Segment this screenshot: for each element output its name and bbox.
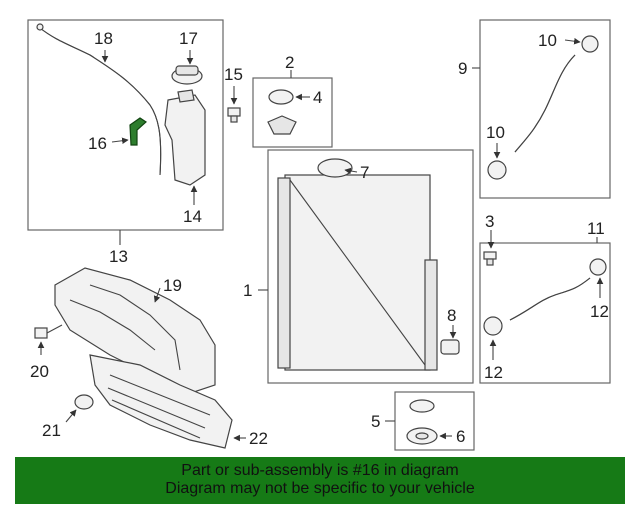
carrier-detail-2: [69, 299, 156, 351]
arrow-16: [111, 137, 129, 145]
bolt-20-head: [34, 327, 48, 339]
carrier-detail: [89, 284, 181, 371]
callout-20: 20: [30, 362, 49, 381]
callout-13: 13: [109, 247, 128, 266]
callout-7: 7: [360, 163, 369, 182]
bolt-3-thread: [486, 258, 494, 266]
cap-seal: [267, 115, 297, 135]
callout-1: 1: [243, 281, 252, 300]
radiator-right-tank: [424, 259, 438, 371]
info-banner: Part or sub-assembly is #16 in diagram D…: [15, 457, 625, 504]
arrow-10a: [564, 37, 581, 45]
callout-21: 21: [42, 421, 61, 440]
callout-17: 17: [179, 29, 198, 48]
arrow-21: [65, 409, 77, 423]
callout-8: 8: [447, 306, 456, 325]
clamp-bottom: [487, 160, 507, 180]
callout-6: 6: [456, 427, 465, 446]
callout-12a: 12: [590, 302, 609, 321]
arrow-19: [153, 287, 161, 303]
mount-lower-hole: [415, 432, 429, 440]
lower-hose-fill: [509, 277, 591, 321]
callout-3: 3: [485, 212, 494, 231]
banner-line-2: Diagram may not be specific to your vehi…: [165, 480, 475, 497]
callout-10b: 10: [486, 123, 505, 142]
radiator-left-tank: [277, 177, 291, 369]
bolt-15-thread: [230, 115, 238, 123]
callout-4: 4: [313, 88, 322, 107]
bolt-15: [227, 107, 241, 117]
callout-11: 11: [587, 219, 605, 238]
callout-19: 19: [163, 276, 182, 295]
callout-12b: 12: [484, 363, 503, 382]
reservoir-cap-top: [175, 65, 199, 76]
cap-group-box: [252, 77, 333, 148]
drain-plug: [440, 339, 460, 355]
reservoir-tank: [164, 94, 206, 186]
radiator-filler-cap: [317, 158, 353, 178]
callout-18: 18: [94, 29, 113, 48]
reservoir-neck: [177, 89, 195, 103]
callout-16: 16: [88, 134, 107, 153]
callout-5: 5: [371, 412, 380, 431]
upper-hose: [514, 54, 576, 153]
grommet-21: [74, 394, 94, 410]
clamp-lower-left: [483, 316, 503, 336]
parts-diagram: 1 2 3 4 5 6 7 8 9 10 10 11 12 12 13 14 1…: [27, 19, 611, 451]
hose-end: [36, 23, 44, 31]
radiator-cap: [268, 89, 294, 105]
clamp-lower-right: [589, 258, 607, 276]
callout-14: 14: [183, 207, 202, 226]
mount-upper: [409, 399, 435, 413]
radiator-carrier: [54, 267, 216, 396]
air-guide-slots: [107, 374, 211, 439]
overflow-hose-inner: [39, 27, 162, 176]
callout-10a: 10: [538, 31, 557, 50]
arrow-7: [344, 167, 358, 175]
clamp-top: [581, 35, 599, 53]
upper-hose-box: [479, 19, 611, 199]
reservoir-group-box: [27, 19, 224, 231]
radiator-diagonal: [289, 179, 426, 366]
lower-hose-box: [479, 242, 611, 384]
highlight-part-16: [129, 117, 147, 146]
callout-22: 22: [249, 429, 268, 448]
upper-hose-fill: [514, 54, 576, 153]
callout-2: 2: [285, 53, 294, 72]
radiator-box: [267, 149, 474, 384]
bolt-3: [483, 251, 497, 260]
banner-line-1: Part or sub-assembly is #16 in diagram: [181, 462, 459, 479]
bolt-20-shaft: [46, 324, 63, 334]
callout-15: 15: [224, 65, 243, 84]
callout-9: 9: [458, 59, 467, 78]
